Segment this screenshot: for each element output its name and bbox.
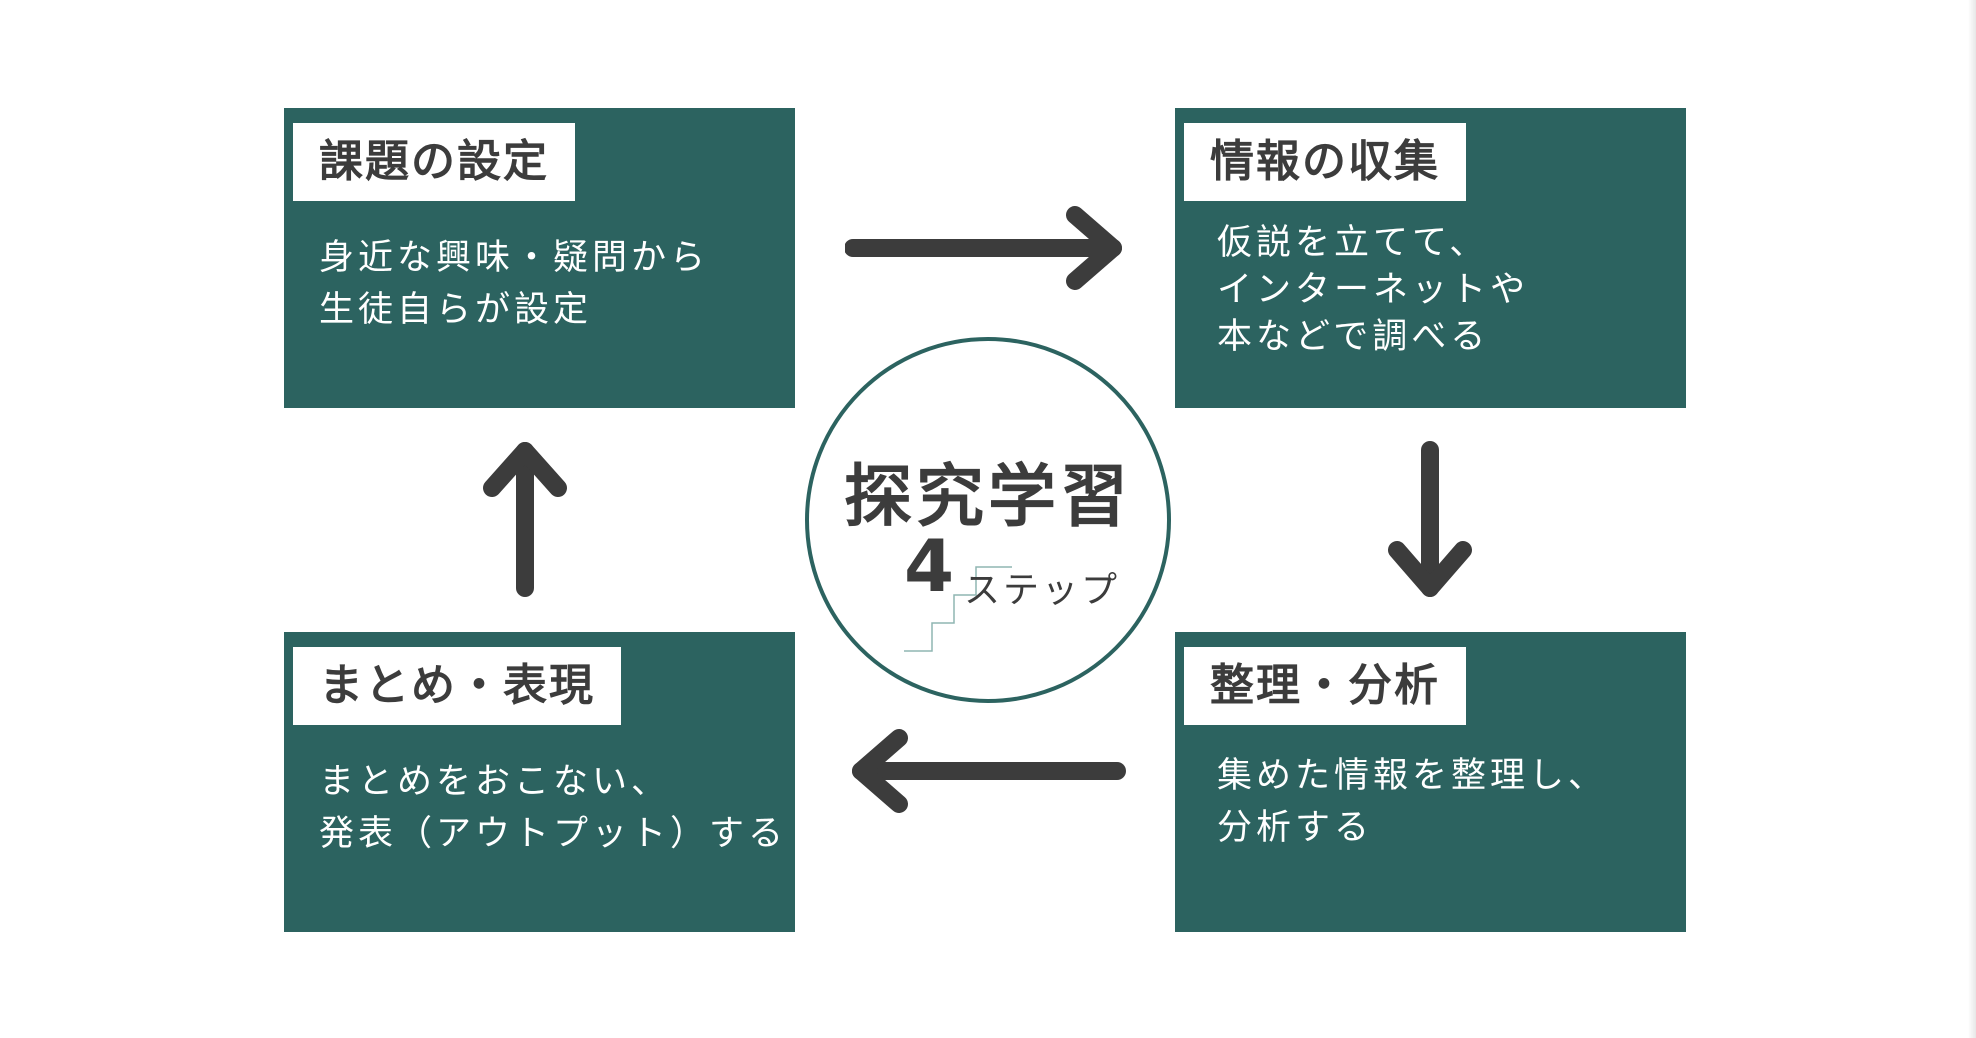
step-heading-summary: まとめ・表現 <box>293 647 621 725</box>
arrow-left-icon <box>852 729 1126 813</box>
center-title: 探究学習 <box>843 458 1132 537</box>
step-description-collection: 仮説を立てて、 インターネットや 本などで調べる <box>1217 223 1530 357</box>
step-box-summary: まとめ・表現 まとめをおこない、 発表（アウトプット）する <box>284 632 795 932</box>
arrow-up-icon <box>483 442 567 597</box>
arrow-right-icon <box>845 206 1122 290</box>
step-description-analysis: 集めた情報を整理し、 分析する <box>1217 756 1608 848</box>
center-circle: 探究学習 4 ステップ <box>805 337 1171 703</box>
stairs-icon <box>904 566 1012 652</box>
step-heading-collection: 情報の収集 <box>1184 123 1466 201</box>
step-heading-setting: 課題の設定 <box>293 123 575 201</box>
step-heading-analysis: 整理・分析 <box>1184 647 1466 725</box>
step-description-setting: 身近な興味・疑問から 生徒自らが設定 <box>319 238 710 330</box>
step-box-setting: 課題の設定 身近な興味・疑問から 生徒自らが設定 <box>284 108 795 408</box>
step-description-summary: まとめをおこない、 発表（アウトプット）する <box>319 762 788 854</box>
arrow-down-icon <box>1388 441 1472 597</box>
step-box-collection: 情報の収集 仮説を立てて、 インターネットや 本などで調べる <box>1175 108 1686 408</box>
step-box-analysis: 整理・分析 集めた情報を整理し、 分析する <box>1175 632 1686 932</box>
page-edge-shadow <box>1968 0 1976 1038</box>
center-number: 4 <box>904 524 955 608</box>
center-steps-label: ステップ <box>964 570 1121 611</box>
